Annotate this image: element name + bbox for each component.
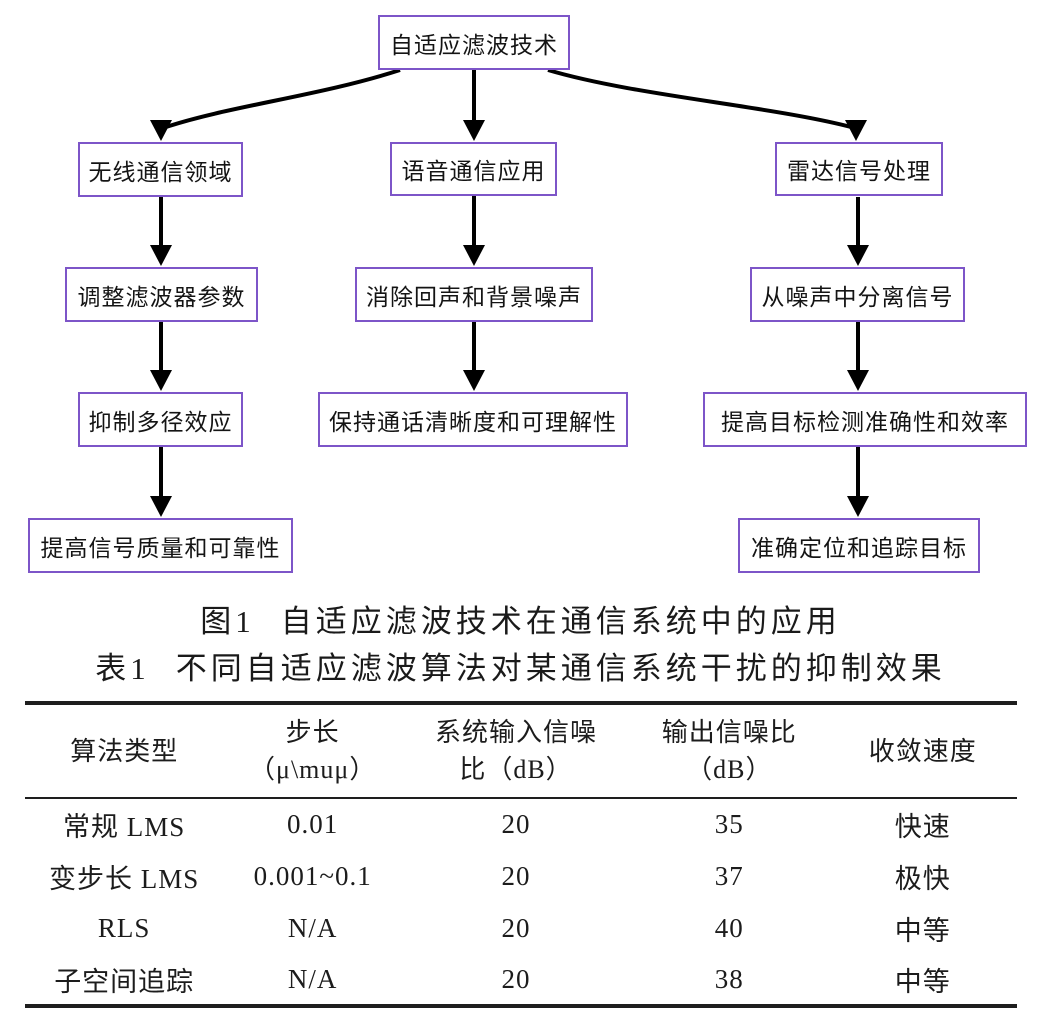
flow-node-radar-processing: 雷达信号处理 <box>775 142 943 196</box>
cell-output-snr: 37 <box>714 860 744 891</box>
cell-input-snr: 20 <box>501 809 531 839</box>
table-caption-label: 表1 <box>95 651 150 686</box>
flow-node-wireless-domain: 无线通信领域 <box>78 142 243 197</box>
col-header-input-snr: 系统输入信噪 比（dB） <box>435 718 598 784</box>
cell-algorithm: RLS <box>97 912 151 943</box>
flow-node-adjust-filter-params: 调整滤波器参数 <box>65 267 258 322</box>
cell-algorithm: 变步长 LMS <box>49 863 200 894</box>
col-header-convergence: 收敛速度 <box>868 736 977 766</box>
table-row: 子空间追踪 N/A 20 38 中等 <box>25 954 1017 1006</box>
cell-speed: 极快 <box>894 863 951 894</box>
cell-step: 0.001~0.1 <box>253 860 372 891</box>
col-header-step-size: 步长 （μ\muμ） <box>249 718 377 784</box>
flow-node-improve-detection: 提高目标检测准确性和效率 <box>703 392 1027 447</box>
flow-node-locate-track-targets: 准确定位和追踪目标 <box>738 518 980 573</box>
cell-input-snr: 20 <box>501 912 531 943</box>
cell-algorithm: 子空间追踪 <box>54 966 195 997</box>
cell-output-snr: 38 <box>714 963 744 994</box>
table-caption-text: 不同自适应滤波算法对某通信系统干扰的抑制效果 <box>175 651 946 686</box>
results-table-wrap: 算法类型 步长 （μ\muμ） 系统输入信噪 比（dB） 输出信噪比 （dB） <box>25 701 1017 1008</box>
cell-output-snr: 35 <box>714 809 744 839</box>
cell-speed: 中等 <box>894 966 951 997</box>
arrowhead-icon <box>463 245 485 266</box>
flow-node-improve-signal-quality: 提高信号质量和可靠性 <box>28 518 293 573</box>
flow-node-root: 自适应滤波技术 <box>378 15 570 70</box>
arrowhead-icon <box>150 120 172 141</box>
flow-node-separate-signal: 从噪声中分离信号 <box>750 267 965 322</box>
figure-caption-text: 自适应滤波技术在通信系统中的应用 <box>280 604 841 639</box>
connector-root-radar <box>547 68 856 130</box>
table-caption: 表1 不同自适应滤波算法对某通信系统干扰的抑制效果 <box>0 643 1041 688</box>
results-table: 算法类型 步长 （μ\muμ） 系统输入信噪 比（dB） 输出信噪比 （dB） <box>25 701 1017 1008</box>
arrowhead-icon <box>463 120 485 141</box>
cell-output-snr: 40 <box>714 912 744 943</box>
cell-input-snr: 20 <box>501 860 531 891</box>
arrowhead-icon <box>847 496 869 517</box>
cell-step: 0.01 <box>287 809 339 839</box>
table-row: RLS N/A 20 40 中等 <box>25 902 1017 954</box>
connector-root-wireless <box>162 68 401 130</box>
cell-speed: 中等 <box>894 915 951 946</box>
table-header-row: 算法类型 步长 （μ\muμ） 系统输入信噪 比（dB） 输出信噪比 （dB） <box>25 703 1017 798</box>
col-header-algorithm: 算法类型 <box>70 736 179 766</box>
arrowhead-icon <box>150 370 172 391</box>
table-row: 变步长 LMS 0.001~0.1 20 37 极快 <box>25 850 1017 902</box>
arrowhead-icon <box>847 245 869 266</box>
arrowhead-icon <box>150 496 172 517</box>
figure-caption: 图1 自适应滤波技术在通信系统中的应用 <box>0 596 1041 641</box>
table-row: 常规 LMS 0.01 20 35 快速 <box>25 798 1017 850</box>
flow-node-eliminate-echo-noise: 消除回声和背景噪声 <box>355 267 593 322</box>
figure-caption-label: 图1 <box>200 604 255 639</box>
cell-input-snr: 20 <box>501 963 531 994</box>
cell-algorithm: 常规 LMS <box>63 812 186 842</box>
cell-speed: 快速 <box>894 812 951 842</box>
flow-node-maintain-clarity: 保持通话清晰度和可理解性 <box>318 392 628 447</box>
col-header-output-snr: 输出信噪比 （dB） <box>661 718 797 784</box>
arrowhead-icon <box>845 120 867 141</box>
cell-step: N/A <box>287 912 338 943</box>
cell-step: N/A <box>287 963 338 994</box>
flow-node-voice-application: 语音通信应用 <box>390 142 557 196</box>
arrowhead-icon <box>150 245 172 266</box>
flow-node-suppress-multipath: 抑制多径效应 <box>78 392 243 447</box>
arrowhead-icon <box>847 370 869 391</box>
arrowhead-icon <box>463 370 485 391</box>
